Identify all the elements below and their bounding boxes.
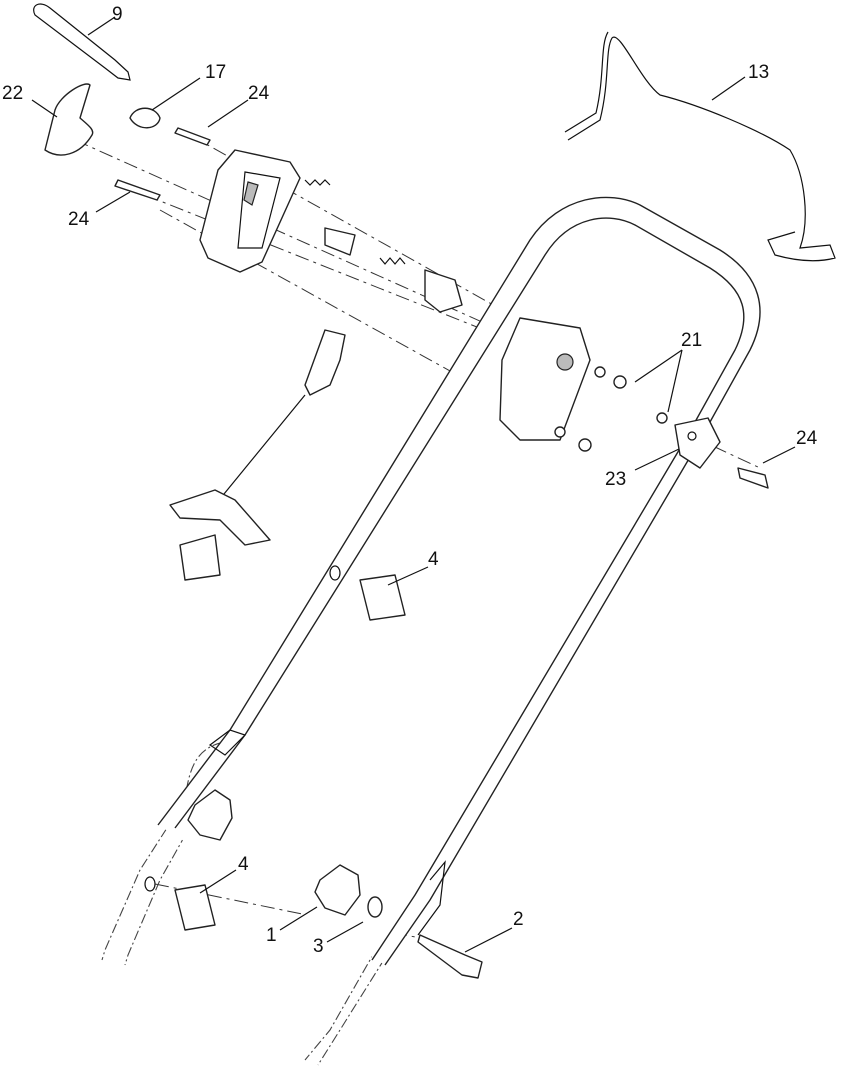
part-23-bracket <box>674 417 721 469</box>
callout-22: 22 <box>2 83 24 104</box>
part-13-cable <box>564 31 836 262</box>
control-housing <box>199 149 301 273</box>
callout-9: 9 <box>112 4 123 25</box>
callout-3: 3 <box>313 936 324 957</box>
callout-4-lower: 4 <box>238 854 249 875</box>
spacers-4 <box>144 565 406 931</box>
star-knobs-hardware <box>187 789 483 979</box>
callout-4-upper: 4 <box>428 549 439 570</box>
callout-21: 21 <box>681 330 703 351</box>
callout-2: 2 <box>513 909 524 930</box>
callout-23: 23 <box>605 469 627 490</box>
leader-lines <box>31 16 796 953</box>
callout-24-right: 24 <box>796 428 818 449</box>
bolts-24 <box>114 127 769 489</box>
callout-24-left: 24 <box>68 209 90 230</box>
callout-24-upper: 24 <box>248 83 270 104</box>
cable-adjuster <box>169 329 346 581</box>
springs-hardware <box>304 179 668 452</box>
housing-cover <box>499 317 591 441</box>
top-left-parts <box>33 3 161 156</box>
callout-1: 1 <box>266 925 277 946</box>
callout-13: 13 <box>748 62 770 83</box>
callout-17: 17 <box>205 62 227 83</box>
upper-handle <box>157 196 761 966</box>
